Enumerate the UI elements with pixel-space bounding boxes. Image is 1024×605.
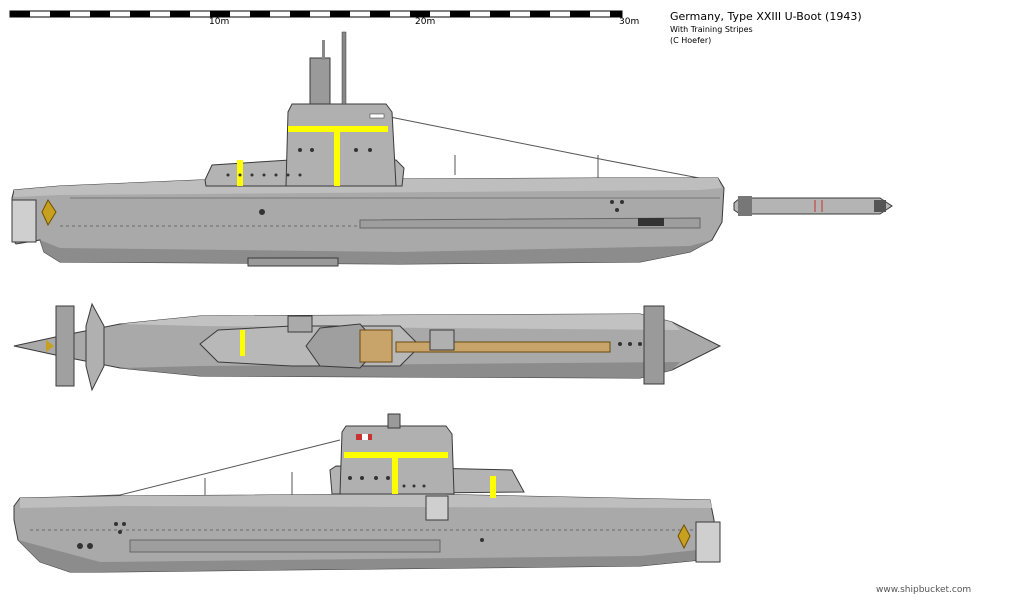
scale-label-20m: 20m xyxy=(415,17,436,27)
profile-view-starboard xyxy=(11,31,893,267)
credit-text[interactable]: www.shipbucket.com xyxy=(876,585,972,595)
drawing-author: (C Hoefer) xyxy=(670,36,712,45)
scale-label-10m: 10m xyxy=(209,17,230,27)
title-block: Germany, Type XXIII U-Boot (1943) With T… xyxy=(670,10,862,46)
top-view xyxy=(13,302,722,392)
scale-bar xyxy=(9,10,623,18)
scale-label-30m: 30m xyxy=(619,17,640,27)
drawing-title: Germany, Type XXIII U-Boot (1943) xyxy=(670,10,862,23)
profile-view-port xyxy=(13,413,721,573)
drawing-subtitle: With Training Stripes xyxy=(670,25,753,34)
